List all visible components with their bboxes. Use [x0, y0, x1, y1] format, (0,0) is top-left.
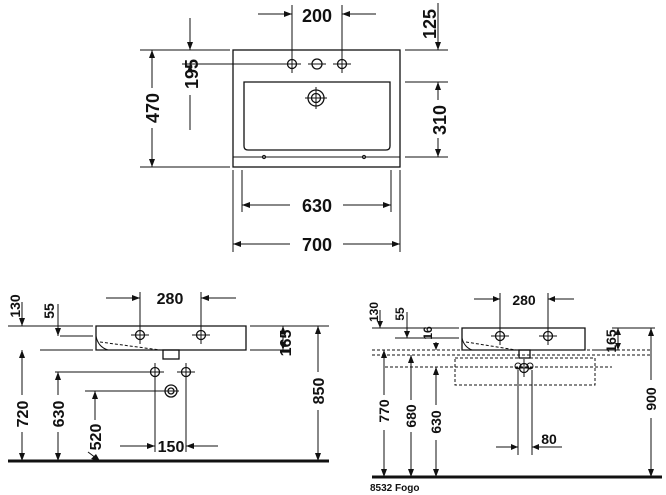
dim-80-right: 80 [541, 431, 557, 447]
dim-tap-spacing-top: 200 [302, 6, 332, 26]
tap-hole-center [308, 58, 326, 70]
dim-rim-to-taphole: 195 [182, 59, 202, 89]
dim-720-left: 720 [15, 401, 32, 428]
trap-outlet-left [176, 362, 196, 382]
dim-tap-spacing-right: 280 [512, 292, 536, 308]
dim-150-left: 150 [158, 439, 185, 456]
dim-850-left: 850 [311, 378, 328, 405]
basin-outline-top [232, 49, 401, 168]
dim-top-thickness-right: 130 [367, 302, 381, 322]
dim-900-right: 900 [643, 387, 659, 411]
dim-tap-spacing-left: 280 [157, 291, 184, 308]
tap-hole-right [332, 54, 352, 74]
trap-right [514, 358, 534, 378]
dim-770-right: 770 [376, 399, 392, 423]
dim-total-width: 700 [302, 235, 332, 255]
dim-630-right: 630 [428, 410, 444, 434]
console-drawer [454, 357, 596, 386]
dim-16-right: 16 [421, 326, 435, 340]
waste-pipe-left [163, 384, 179, 398]
basin-profile-right [461, 327, 586, 351]
dim-55-right: 55 [393, 307, 407, 321]
dim-inner-width: 630 [302, 196, 332, 216]
dim-165-right: 165 [603, 329, 619, 353]
dim-680-right: 680 [403, 404, 419, 428]
dim-55-left: 55 [41, 303, 57, 319]
side-view-left: 280 130 55 165 720 630 520 [7, 291, 329, 463]
top-view: 200 630 700 470 195 125 310 [140, 3, 450, 255]
basin-bowl-top [243, 81, 391, 151]
dim-520-left: 520 [88, 424, 105, 451]
dim-630-left: 630 [51, 401, 68, 428]
dim-back-to-taphole: 125 [420, 9, 440, 39]
dim-basin-depth: 310 [430, 105, 450, 135]
dim-total-depth: 470 [143, 93, 163, 123]
model-caption: 8532 Fogo [370, 483, 419, 494]
basin-profile-left [95, 325, 247, 351]
side-view-right: 280 130 55 16 165 770 680 [367, 292, 662, 494]
dim-top-thickness-left: 130 [7, 294, 23, 318]
dim-165-left: 165 [278, 330, 295, 357]
drain-top [305, 87, 327, 109]
